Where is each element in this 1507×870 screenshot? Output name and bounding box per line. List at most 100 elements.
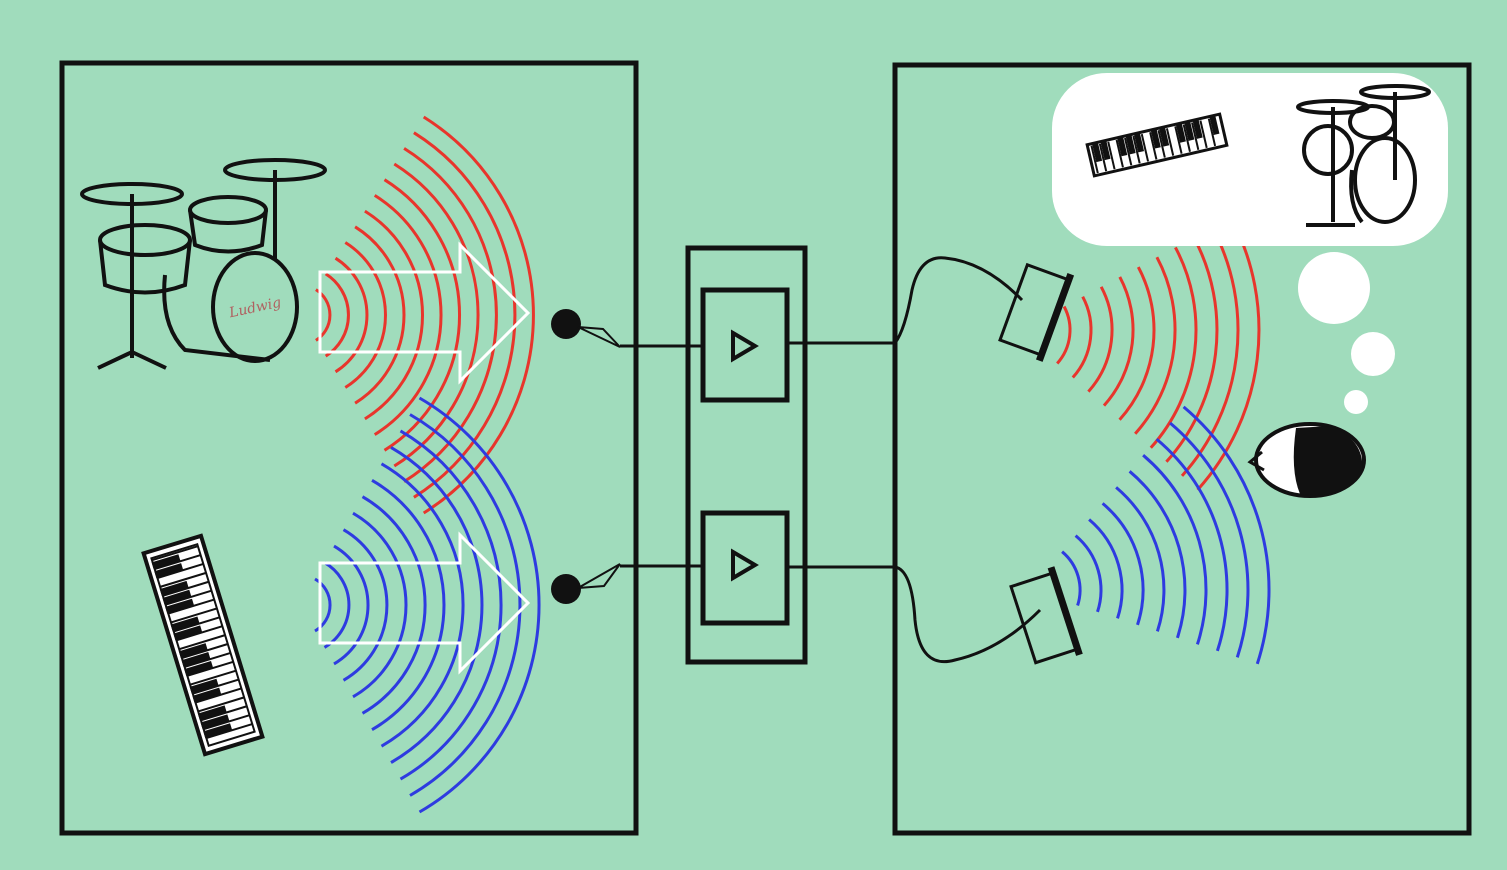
keyboard-black-key (170, 616, 200, 632)
blue-wave-arc (399, 429, 503, 781)
keyboard-black-key (203, 723, 233, 739)
keyboard-key-divider (206, 723, 253, 740)
keyboard-key-divider (170, 607, 218, 624)
mini-keyboard-key-divider (1140, 133, 1150, 162)
microphone-icon (551, 309, 621, 348)
mini-keyboard-black-key (1176, 123, 1186, 143)
listener-head-icon (1247, 422, 1366, 498)
keyboard-black-key (192, 687, 222, 703)
mini-keyboard-key-divider (1132, 135, 1141, 164)
mini-keyboard-key-divider (1149, 131, 1158, 160)
speaker-blue-wave-arc (1169, 421, 1250, 658)
blue-wave-arc (371, 479, 446, 731)
mini-keyboard-black-key (1150, 129, 1161, 149)
keyboard-key-divider (159, 571, 207, 588)
mini-keyboard-black-key (1092, 143, 1103, 163)
speaker-red-wave-arc (1196, 217, 1261, 491)
keyboard-key-divider (173, 616, 220, 633)
keyboard-black-key (189, 678, 219, 694)
mini-keyboard-black-key (1184, 121, 1195, 141)
red-wave-arc (422, 115, 535, 515)
keyboard-key-divider (192, 678, 239, 695)
keyboard-direction-arrow (318, 531, 531, 675)
speaker-blue-wave-arc (1155, 437, 1229, 652)
keyboard-black-key (165, 598, 195, 614)
keyboard-key-divider (168, 598, 215, 615)
keyboard-key-divider (200, 705, 248, 722)
speaker-blue-wave-arc (1128, 470, 1187, 639)
speaker-red-wave-arc (1180, 226, 1240, 477)
keyboard-key-divider (197, 696, 245, 713)
keyboard-key-divider (203, 714, 250, 731)
mini-keyboard-black-key (1125, 135, 1136, 155)
red-wave-arc (334, 256, 369, 374)
mini-keyboard-black-key (1100, 141, 1111, 161)
keyboard-key-divider (184, 651, 231, 668)
mini-keyboard-key-divider (1165, 128, 1175, 156)
blue-wave-arc (418, 396, 541, 814)
speaker-icon (1009, 566, 1083, 665)
keyboard-black-key (197, 705, 227, 721)
mini-keyboard-key-divider (1124, 137, 1133, 166)
keyboard-black-key (159, 580, 189, 596)
mini-keyboard-key-divider (1098, 143, 1108, 172)
keyboard-black-key (178, 643, 208, 659)
keyboard-key-divider (157, 563, 204, 579)
speaker-blue-wave-arc (1182, 405, 1271, 665)
speaker-blue-wave-arc (1142, 454, 1208, 645)
keyboard-icon (141, 533, 265, 757)
keyboard-key-divider (187, 660, 234, 677)
red-wave-arc (354, 225, 406, 405)
speaker-blue-wave-arc (1115, 486, 1166, 632)
blue-wave-arc (342, 528, 389, 682)
keyboard-key-divider (154, 554, 201, 571)
thought-bubble-icon (1052, 73, 1448, 414)
keyboard-key-divider (162, 580, 210, 597)
mini-keyboard-key-divider (1191, 122, 1200, 151)
mini-keyboard-key-divider (1199, 120, 1208, 149)
drum-kit-icon (1296, 84, 1431, 227)
speaker-red-wave-arc (1118, 266, 1156, 421)
keyboard-black-key (162, 589, 192, 605)
recording-room (59, 60, 639, 836)
speaker-blue-wave-arc (1088, 518, 1124, 619)
speaker-red-wave-arc (1087, 286, 1114, 393)
blue-wave-arc (333, 544, 370, 666)
blue-wave-arc (352, 511, 408, 699)
mini-keyboard-key-divider (1107, 141, 1116, 170)
mini-keyboard-black-key (1192, 119, 1203, 139)
mini-keyboard-key-divider (1174, 126, 1183, 154)
keyboard-key-divider (178, 634, 226, 651)
blue-wave-arc (361, 495, 427, 715)
speaker-red-wave-arc (1056, 305, 1072, 365)
mini-keyboard-key-divider (1090, 145, 1099, 174)
keyboard-key-divider (189, 669, 237, 686)
keyboard-key-divider (176, 625, 223, 642)
red-wave-arc (324, 272, 350, 358)
speaker-red-wave-arc (1149, 246, 1198, 449)
mini-keyboard-key-divider (1157, 130, 1166, 158)
mini-keyboard-black-key (1209, 116, 1220, 136)
keyboard-black-key (151, 554, 181, 570)
microphone-icon (551, 563, 621, 604)
speaker-red-wave-arc (1134, 256, 1177, 435)
keyboard-key-divider (151, 545, 199, 562)
speaker-red-wave-arc (1071, 295, 1093, 379)
keyboard-key-divider (181, 643, 229, 659)
mini-keyboard-key-divider (1182, 124, 1191, 152)
speaker-icon (998, 262, 1075, 362)
drum-kit-icon: Ludwig (80, 158, 327, 370)
red-wave-arc (364, 209, 424, 421)
mini-keyboard-key-divider (1115, 139, 1124, 168)
speaker-blue-wave-arc (1074, 534, 1103, 613)
keyboard-black-key (173, 625, 203, 641)
keyboard-black-key (181, 652, 211, 667)
speaker-blue-wave-arc (1101, 502, 1145, 626)
keyboard-black-key (184, 660, 214, 676)
keyboard-icon (1085, 112, 1229, 178)
mini-keyboard-key-divider (1207, 118, 1217, 147)
speaker-blue-wave-arc (1061, 550, 1082, 606)
listening-room (892, 62, 1472, 836)
